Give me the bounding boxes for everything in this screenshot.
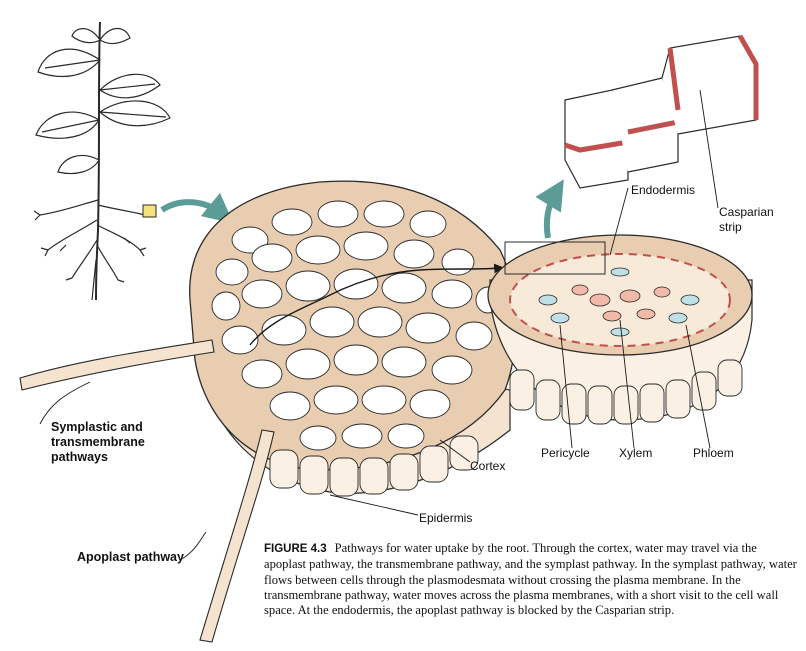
apoplast-pathway-label: Apoplast pathway (77, 550, 184, 564)
zoom-arrow (160, 192, 234, 224)
casparian-strip-label: Casparian strip (719, 205, 774, 234)
endodermis-enlargement (504, 34, 759, 275)
stele-cross-section (487, 234, 753, 425)
phloem-label: Phloem (693, 446, 734, 460)
xylem-label: Xylem (619, 446, 653, 460)
epidermis-label: Epidermis (419, 511, 473, 525)
epidermis-cells (269, 435, 479, 497)
root-hair-lower (199, 429, 275, 643)
pericycle-label: Pericycle (541, 446, 590, 460)
enlargement-arrow (535, 179, 564, 239)
figure-number: FIGURE 4.3 (264, 543, 327, 555)
phloem-cells (538, 267, 700, 337)
leader-lines (39, 89, 719, 560)
cortex-cells (211, 200, 501, 451)
xylem-vessels (571, 284, 671, 322)
root-detail-marker (142, 204, 157, 218)
caption-text: Pathways for water uptake by the root. T… (264, 541, 797, 618)
root-hair-upper (19, 339, 215, 391)
plant-illustration (33, 21, 171, 301)
cortex-label: Cortex (470, 459, 506, 473)
endodermis-label: Endodermis (631, 183, 696, 197)
symplastic-transmembrane-label: Symplastic and transmembrane pathways (51, 420, 145, 464)
root-cortex-block (189, 180, 517, 497)
